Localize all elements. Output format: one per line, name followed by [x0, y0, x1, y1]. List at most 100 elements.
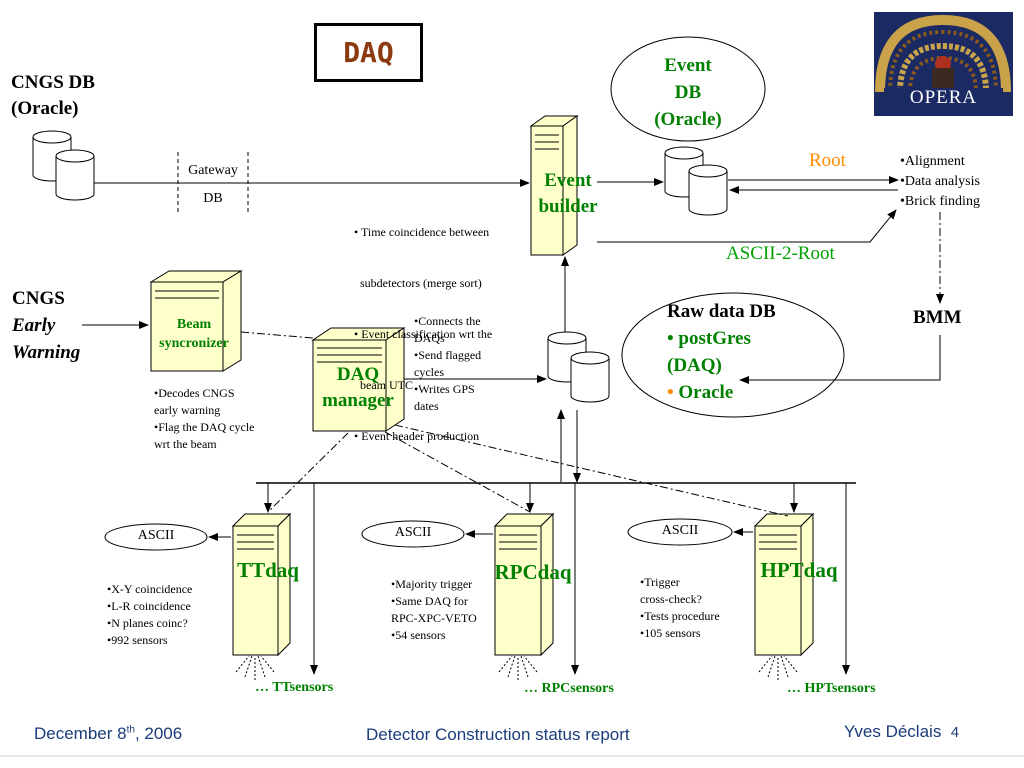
tt-daq-server — [231, 512, 292, 657]
beam-sync-note: wrt the beam — [154, 437, 217, 451]
event-builder-note: subdetectors (merge sort) — [354, 276, 482, 290]
raw-db-line4-bullet: • — [667, 382, 674, 403]
raw-data-db-label: Raw data DB • postGres (DAQ) • Oracle — [667, 298, 776, 406]
event-builder-label: Event builder — [527, 168, 609, 220]
gateway-db-label: Gateway DB — [180, 157, 246, 213]
cngs-early-warning-label: CNGS Early Warning — [12, 285, 80, 366]
logo-text: OPERA — [909, 87, 978, 108]
event-builder-server — [529, 115, 579, 256]
daq-manager-server — [311, 327, 406, 432]
daq-manager-note: cycles — [414, 365, 444, 379]
rpc-sensor-fan — [498, 655, 538, 680]
hpt-note: cross-check? — [640, 592, 702, 606]
hpt-notes: •Trigger cross-check? •Tests procedure •… — [640, 574, 720, 642]
footer-author-name: Yves Déclais — [844, 722, 942, 741]
event-builder-line1: Event — [544, 170, 592, 191]
daq-manager-note: •Writes GPS — [414, 382, 475, 396]
event-db-label: Event DB (Oracle) — [630, 52, 746, 133]
footer-date-main: December 8 — [34, 724, 127, 743]
hpt-note: •Tests procedure — [640, 609, 720, 623]
beam-sync-notes: •Decodes CNGS early warning •Flag the DA… — [154, 385, 255, 453]
analysis-item: •Data analysis — [900, 174, 980, 189]
beam-sync-label: Beam syncronizer — [150, 315, 238, 353]
raw-db-cylinders — [547, 331, 610, 403]
event-builder-note: beam UTC — [354, 378, 413, 392]
hpt-note: •Trigger — [640, 575, 680, 589]
gateway-line1: Gateway — [188, 163, 238, 178]
opera-theater-logo: OPERA — [874, 12, 1013, 116]
hpt-ascii-label: ASCII — [661, 523, 699, 538]
daq-manager-line2: manager — [322, 390, 394, 411]
rpc-daq-server — [493, 512, 555, 657]
page-number: 4 — [950, 724, 960, 741]
gateway-line2: DB — [203, 191, 223, 206]
cngs-ew-line3: Warning — [12, 342, 81, 363]
beam-sync-note: •Flag the DAQ cycle — [154, 420, 255, 434]
bmm-label: BMM — [913, 307, 962, 328]
rpc-note: •54 sensors — [391, 628, 446, 642]
daq-manager-label: DAQ manager — [309, 362, 407, 414]
rpc-sensors-label: … RPCsensors — [524, 681, 614, 696]
event-db-line1: Event — [664, 55, 712, 76]
beam-sync-line2: syncronizer — [159, 336, 229, 351]
beam-sync-note: •Decodes CNGS — [154, 386, 235, 400]
tt-ascii-label: ASCII — [137, 528, 175, 543]
cngs-db-cylinders — [32, 130, 95, 201]
hpt-ascii-ellipse — [627, 518, 733, 546]
footer-date-sup: th — [126, 724, 135, 736]
rpc-notes: •Majority trigger •Same DAQ for RPC-XPC-… — [391, 576, 477, 644]
raw-data-db-ellipse — [621, 292, 845, 418]
footer-center: Detector Construction status report — [366, 725, 630, 744]
analysis-list: •Alignment •Data analysis •Brick finding — [900, 152, 980, 212]
raw-db-line2: • postGres — [667, 328, 751, 349]
daq-manager-line1: DAQ — [336, 364, 380, 385]
tt-notes: •X-Y coincidence •L-R coincidence •N pla… — [107, 581, 192, 649]
event-builder-note: • Event header production — [354, 429, 480, 443]
event-db-line2: DB — [674, 82, 702, 103]
tt-ascii-ellipse — [104, 523, 208, 551]
daq-manager-note: DAQs — [414, 331, 445, 345]
slide-title-box: DAQ — [314, 23, 423, 82]
daq-manager-note: •Connects the — [414, 314, 481, 328]
rpc-daq-label: RPCdaq — [494, 560, 572, 584]
hpt-daq-server — [753, 512, 815, 657]
event-db-cylinders — [664, 146, 728, 216]
rpc-note: RPC-XPC-VETO — [391, 611, 477, 625]
daq-manager-note: dates — [414, 399, 439, 413]
cngs-ew-line2: Early — [12, 315, 56, 336]
analysis-item: •Alignment — [900, 154, 965, 169]
hpt-daq-label: HPTdaq — [760, 558, 838, 582]
slide-title: DAQ — [343, 36, 394, 69]
tt-daq-label: TTdaq — [237, 558, 299, 582]
daq-manager-note: •Send flagged — [414, 348, 482, 362]
daq-manager-notes: •Connects the DAQs •Send flagged cycles … — [414, 313, 481, 415]
rpc-ascii-ellipse — [361, 520, 465, 548]
hpt-sensor-fan — [758, 655, 798, 680]
event-builder-notes: • Time coincidence between subdetectors … — [354, 190, 492, 479]
raw-db-line1: Raw data DB — [667, 301, 776, 322]
rpc-note: •Majority trigger — [391, 577, 473, 591]
tt-note: •992 sensors — [107, 633, 168, 647]
analysis-item: •Brick finding — [900, 194, 980, 209]
beam-sync-line1: Beam — [176, 317, 212, 332]
tt-note: •X-Y coincidence — [107, 582, 193, 596]
raw-db-line3: (DAQ) — [667, 355, 722, 376]
hpt-sensors-label: … HPTsensors — [787, 681, 876, 696]
beam-sync-note: early warning — [154, 403, 221, 417]
rpc-note: •Same DAQ for — [391, 594, 468, 608]
cngs-db-line2: (Oracle) — [11, 98, 79, 119]
footer-date: December 8th, 2006 — [34, 724, 182, 744]
raw-db-line4: Oracle — [673, 382, 734, 403]
event-db-ellipse — [610, 36, 766, 142]
ascii-2-root-label: ASCII-2-Root — [726, 243, 835, 264]
cngs-db-label: CNGS DB (Oracle) — [11, 70, 95, 122]
cngs-db-line1: CNGS DB — [11, 72, 95, 93]
event-builder-note: • Event classification wrt the — [354, 327, 493, 341]
tt-sensors-label: … TTsensors — [255, 680, 334, 695]
connectors — [82, 152, 944, 675]
beam-synchronizer-server — [149, 270, 243, 372]
event-db-line3: (Oracle) — [654, 109, 722, 130]
event-builder-note: • Time coincidence between — [354, 225, 490, 239]
